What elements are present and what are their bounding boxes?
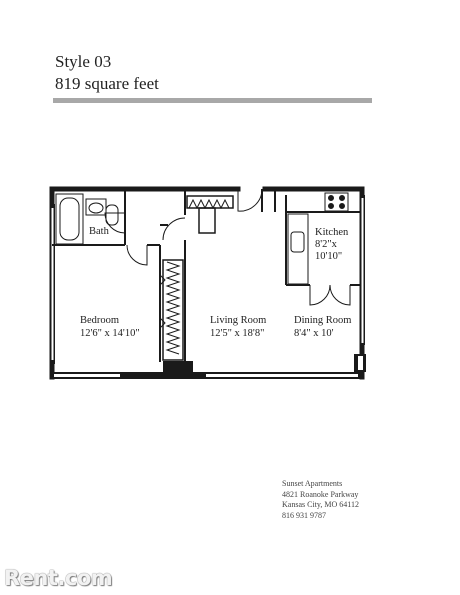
- rent-com-watermark: Rent.com: [4, 566, 113, 590]
- header-divider: [53, 98, 372, 103]
- plan-header: Style 03 819 square feet: [55, 51, 159, 95]
- closets: [159, 195, 234, 361]
- bottom-wall: [50, 361, 364, 379]
- bedroom-dims: 12'6" x 14'10": [80, 328, 140, 339]
- street-address: 4821 Roanoke Parkway: [282, 489, 359, 499]
- style-name: Style 03: [55, 52, 112, 71]
- city-state-zip: Kansas City, MO 64112: [282, 500, 359, 509]
- bedroom-label: Bedroom: [80, 315, 119, 326]
- kitchen-dims-line2: 10'10": [315, 251, 342, 262]
- phone-number: 816 931 9787: [282, 510, 326, 520]
- property-name: Sunset Apartments: [282, 479, 343, 488]
- windows: [50, 195, 366, 372]
- bath-fixtures: [55, 193, 119, 245]
- exterior-walls: [49, 186, 365, 380]
- doors: [104, 188, 351, 306]
- living-room-dims: 12'5" x 18'8": [210, 328, 264, 339]
- kitchen-fixtures: [287, 192, 349, 285]
- living-room-label: Living Room: [210, 315, 266, 326]
- kitchen-dims-line1: 8'2"x: [315, 239, 338, 250]
- kitchen-label: Kitchen: [315, 227, 349, 238]
- interior-walls: [52, 189, 360, 362]
- dining-room-label: Dining Room: [294, 315, 351, 326]
- square-footage: 819 square feet: [55, 74, 159, 93]
- property-address: Sunset Apartments 4821 Roanoke Parkway K…: [282, 479, 359, 521]
- bath-label: Bath: [89, 226, 110, 237]
- dining-room-dims: 8'4" x 10': [294, 328, 334, 339]
